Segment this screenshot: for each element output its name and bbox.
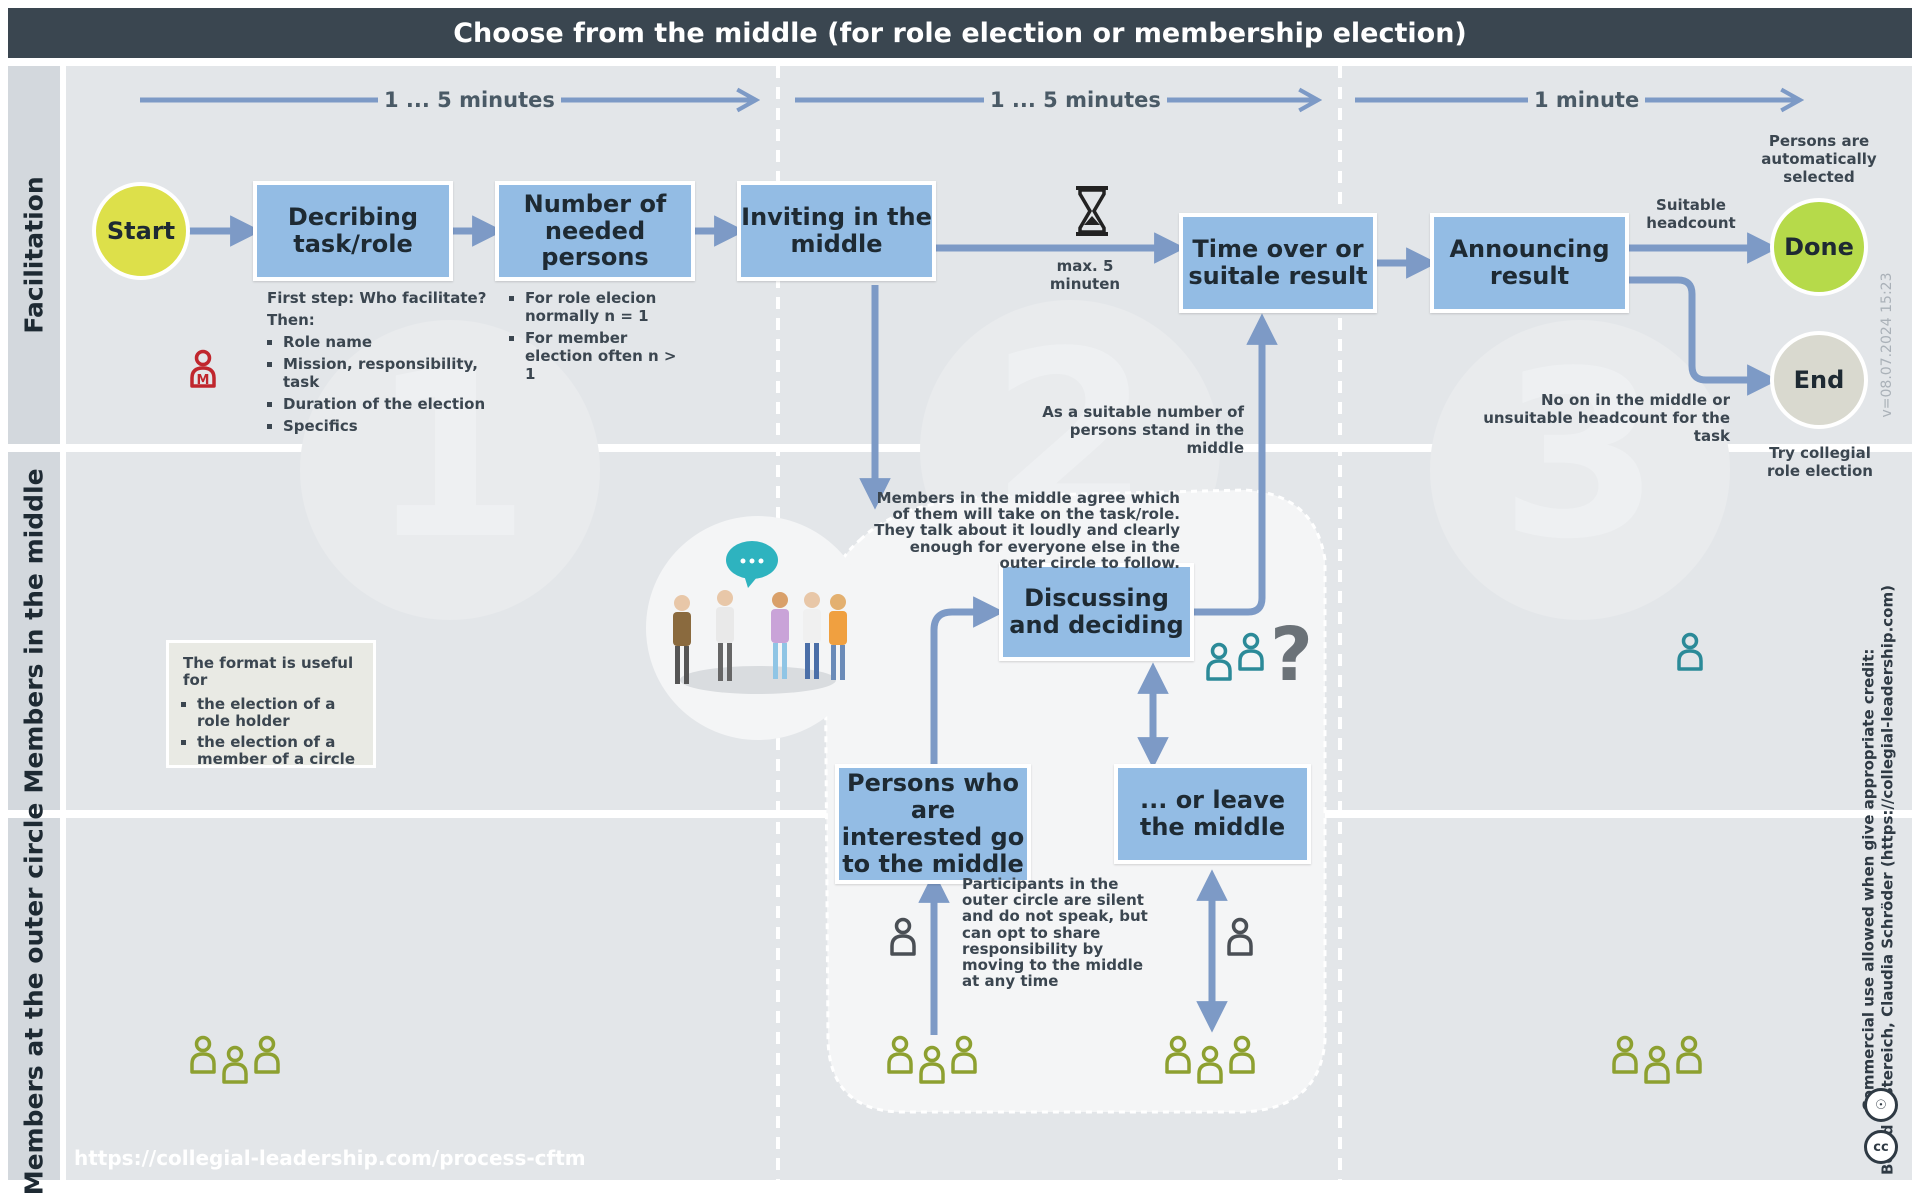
timer-label-2: 1 ... 5 minutes — [984, 87, 1167, 113]
format-box-item: the election of a member of a circle — [197, 733, 359, 769]
note-number-item: For member election often n > 1 — [525, 329, 689, 383]
note-first-step-then: Then: — [267, 311, 315, 329]
svg-text:M: M — [197, 373, 210, 388]
note-suitable-headcount: Suitable headcount — [1646, 196, 1736, 232]
note-no-one: No on in the middle or unsuitable headco… — [1483, 391, 1730, 445]
note-number-of-persons: For role elecion normally n = 1 For memb… — [509, 289, 689, 387]
note-max-time: max. 5 minuten — [1049, 257, 1121, 293]
cc-icon: cc — [1864, 1130, 1898, 1164]
format-box-title: The format is useful for — [183, 654, 354, 690]
note-first-step-item: Role name — [283, 333, 497, 351]
hourglass-icon — [1076, 186, 1108, 236]
phase-3-circle — [1430, 320, 1730, 620]
step-announcing: Announcing result — [1430, 213, 1629, 313]
note-suitable-number: As a suitable number of persons stand in… — [1042, 403, 1244, 457]
outer-group-icon-1 — [190, 1035, 280, 1084]
arrow-discussing-timeover — [1194, 313, 1278, 616]
format-info-box: The format is useful for the election of… — [166, 640, 376, 768]
step-leave: ... or leave the middle — [1114, 764, 1311, 864]
credit-line-2: Bernd Oestereich, Claudia Schröder (http… — [1878, 585, 1896, 1175]
note-first-step-item: Mission, responsibility, task — [283, 355, 497, 391]
arrow-interested-discussing — [930, 596, 1005, 765]
done-node: Done — [1770, 198, 1868, 296]
credit-line-1: Commercial use allowed when give appropr… — [1859, 648, 1878, 1112]
group-people-illustration — [673, 590, 847, 684]
end-node: End — [1770, 331, 1868, 429]
note-number-item: For role elecion normally n = 1 — [525, 289, 689, 325]
lane-label-facilitation: Facilitation — [8, 66, 60, 444]
note-members-agree: Members in the middle agree which of the… — [874, 489, 1180, 572]
note-auto-selected: Persons are automatically selected — [1761, 132, 1877, 186]
step-discussing: Discussing and deciding — [999, 563, 1194, 661]
diagram-title: Choose from the middle (for role electio… — [8, 8, 1912, 58]
phase-number-1: 1 — [370, 323, 530, 590]
step-time-over: Time over or suitale result — [1179, 213, 1377, 313]
question-mark-icon: ? — [1270, 612, 1313, 698]
arrow-announcing-end — [1629, 276, 1779, 396]
note-first-step: First step: Who facilitate? Then: Role n… — [267, 289, 497, 439]
lane-label-middle: Members in the middle — [8, 452, 60, 810]
start-node: Start — [92, 182, 190, 280]
note-try-collegial: Try collegial role election — [1767, 444, 1873, 480]
outer-group-icon-4 — [1612, 1035, 1702, 1084]
timer-label-3: 1 minute — [1528, 87, 1646, 113]
step-interested: Persons who are interested go to the mid… — [835, 764, 1031, 884]
note-first-step-item: Specifics — [283, 417, 497, 435]
note-first-step-title: First step: Who facilitate? — [267, 289, 487, 307]
lane-label-outer: Members at the outer circle — [8, 803, 60, 1195]
credit-text: Commercial use allowed when give appropr… — [1859, 585, 1897, 1175]
phase-1-circle — [300, 320, 600, 620]
version-label: v=08.07.2024 15:23 — [1879, 272, 1895, 418]
phase-number-3: 3 — [1500, 323, 1660, 590]
timer-label-1: 1 ... 5 minutes — [378, 87, 561, 113]
source-url: https://collegial-leadership.com/process… — [74, 1146, 586, 1170]
attribution-icon: ☉ — [1864, 1088, 1898, 1122]
format-box-item: the election of a role holder — [197, 695, 359, 731]
note-first-step-item: Duration of the election — [283, 395, 497, 413]
phase3-middle-person-icon — [1677, 632, 1703, 671]
note-participants-outer: Participants in the outer circle are sil… — [962, 875, 1148, 991]
step-number-of-persons: Number of needed persons — [495, 181, 695, 281]
step-inviting: Inviting in the middle — [737, 181, 936, 281]
step-describing: Decribing task/role — [253, 181, 453, 281]
